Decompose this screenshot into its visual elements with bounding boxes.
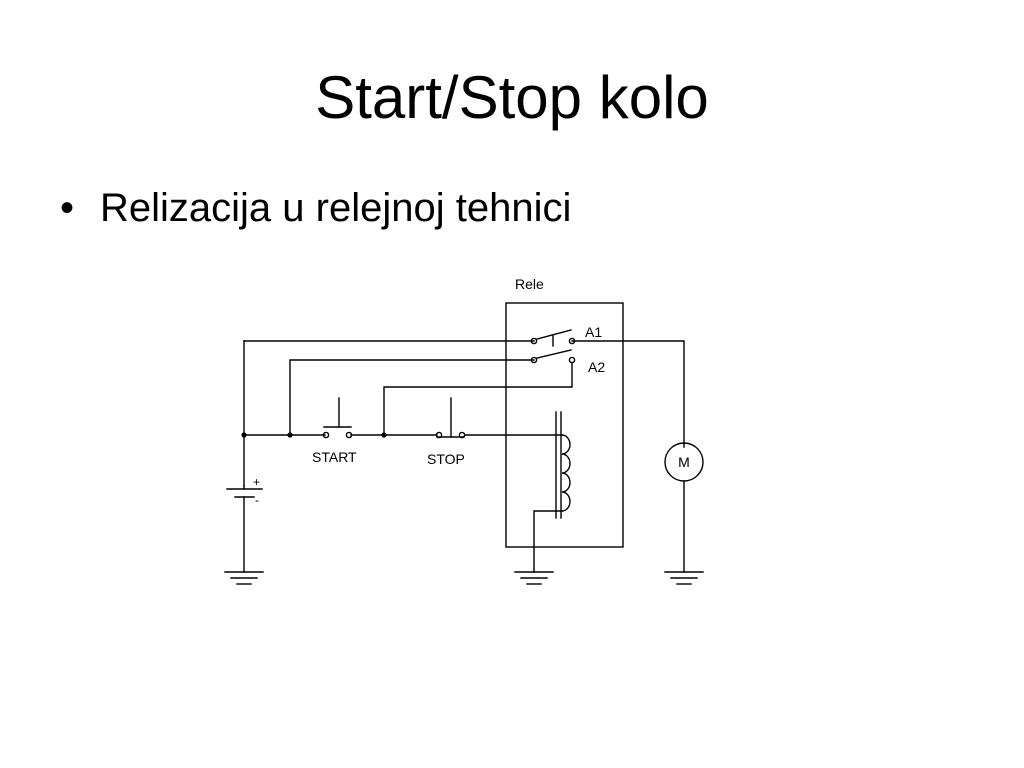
ground-icon [224, 571, 264, 585]
contact-a2 [530, 349, 576, 364]
stop-button-symbol [435, 397, 466, 439]
junction-dot [241, 432, 247, 438]
junction-dot [381, 432, 387, 438]
relay-label: Rele [515, 276, 544, 292]
wire-coil-to-ground [533, 510, 563, 573]
battery-symbol [226, 485, 263, 573]
contact-a1 [530, 329, 576, 347]
bullet-item: • Relizacija u relejnoj tehnici [60, 182, 571, 234]
wire-a1-to-motor [571, 340, 685, 448]
start-button-symbol [322, 397, 353, 439]
contact-a2-label: A2 [588, 359, 605, 375]
ground-icon [514, 571, 554, 585]
bullet-text: Relizacija u relejnoj tehnici [100, 186, 572, 230]
bullet-symbol: • [60, 186, 75, 230]
stop-button-label: STOP [427, 451, 465, 467]
junction-dot [287, 432, 293, 438]
wire-a2-return [383, 362, 573, 436]
start-button-label: START [312, 449, 357, 465]
relay-box [505, 302, 624, 548]
ground-icon [664, 571, 704, 585]
relay-coil [555, 411, 571, 519]
motor-label: M [678, 454, 690, 470]
slide-title: Start/Stop kolo [315, 64, 709, 131]
battery-minus-label: - [255, 493, 259, 507]
wire-hold-circuit [289, 359, 535, 436]
contact-a1-label: A1 [585, 324, 602, 340]
battery-plus-label: + [253, 475, 260, 489]
